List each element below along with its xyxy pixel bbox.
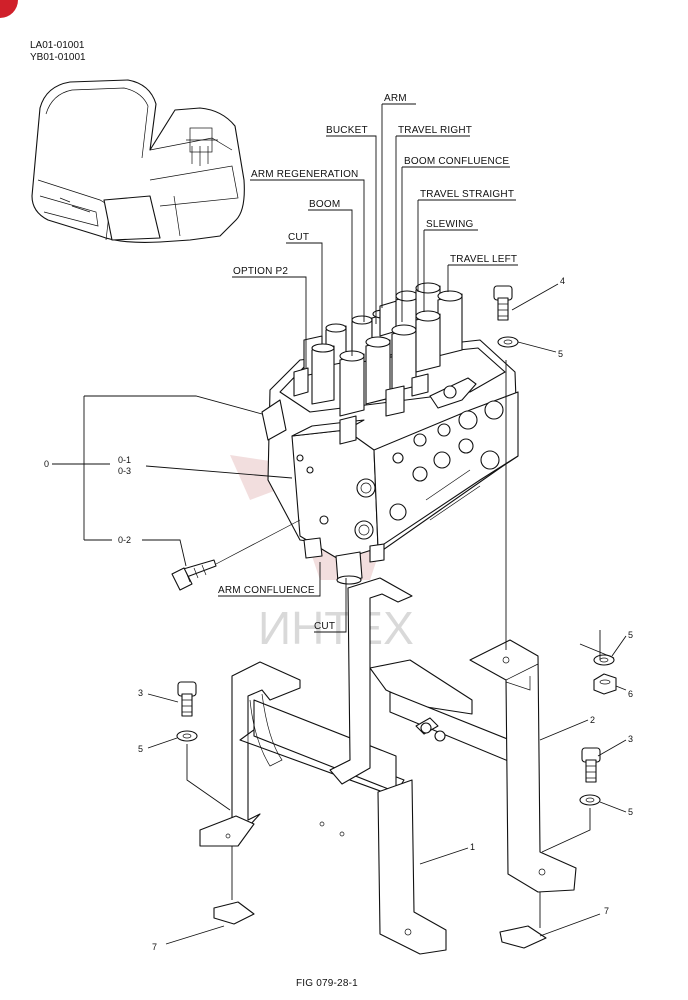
washer-5-right-lower — [579, 794, 601, 806]
part-number-0: 0 — [44, 459, 49, 469]
machine-thumbnail — [31, 79, 245, 243]
label-option-p2: OPTION P2 — [233, 266, 288, 277]
part-number-2: 2 — [590, 715, 595, 725]
spacer-plate-left — [213, 901, 255, 925]
washer-5-right-upper — [593, 654, 615, 666]
washer-5-top — [497, 336, 519, 348]
part-number-5-left: 5 — [138, 744, 143, 754]
bolt-0-2 — [171, 519, 301, 591]
spool-caps — [293, 282, 463, 445]
part-number-5-right-upper: 5 — [628, 630, 633, 640]
label-boom-confluence: BOOM CONFLUENCE — [404, 156, 509, 167]
number-leaders — [147, 283, 627, 945]
part-number-0-1: 0-1 — [118, 455, 131, 465]
part-number-0-3: 0-3 — [118, 466, 131, 476]
part-number-7-left: 7 — [152, 942, 157, 952]
model-code-1: LA01-01001 — [30, 40, 85, 51]
part-number-5-right-lower: 5 — [628, 807, 633, 817]
label-boom: BOOM — [309, 199, 340, 210]
label-arm-confluence: ARM CONFLUENCE — [218, 585, 315, 596]
part-number-7-right: 7 — [604, 906, 609, 916]
label-travel-straight: TRAVEL STRAIGHT — [420, 189, 514, 200]
bolt-3-right — [581, 747, 601, 783]
part-number-3-left: 3 — [138, 688, 143, 698]
bolt-3-left — [177, 681, 197, 717]
watermark-text: ИНТЕХ — [258, 602, 414, 654]
part-number-6: 6 — [628, 689, 633, 699]
bolt-4 — [493, 285, 513, 321]
part-number-3-right: 3 — [628, 734, 633, 744]
part-number-5-top: 5 — [558, 349, 563, 359]
bracket-2 — [329, 577, 577, 893]
corner-mark — [0, 0, 18, 18]
part-number-4: 4 — [560, 276, 565, 286]
control-valve-assembly — [261, 282, 519, 585]
spacer-plate-right — [499, 925, 547, 949]
label-travel-right: TRAVEL RIGHT — [398, 125, 472, 136]
label-slewing: SLEWING — [426, 219, 474, 230]
label-cut-bottom: CUT — [314, 621, 335, 632]
label-bucket: BUCKET — [326, 125, 368, 136]
washer-5-left — [176, 730, 198, 742]
model-code-2: YB01-01001 — [30, 52, 86, 63]
part-number-0-2: 0-2 — [118, 535, 131, 545]
label-cut-top: CUT — [288, 232, 309, 243]
label-arm-regeneration: ARM REGENERATION — [251, 169, 358, 180]
label-travel-left: TRAVEL LEFT — [450, 254, 517, 265]
nut-6 — [593, 673, 617, 695]
part-number-1: 1 — [470, 842, 475, 852]
figure-caption: FIG 079-28-1 — [296, 978, 358, 989]
callout-leaders — [52, 103, 518, 633]
label-arm: ARM — [384, 93, 407, 104]
